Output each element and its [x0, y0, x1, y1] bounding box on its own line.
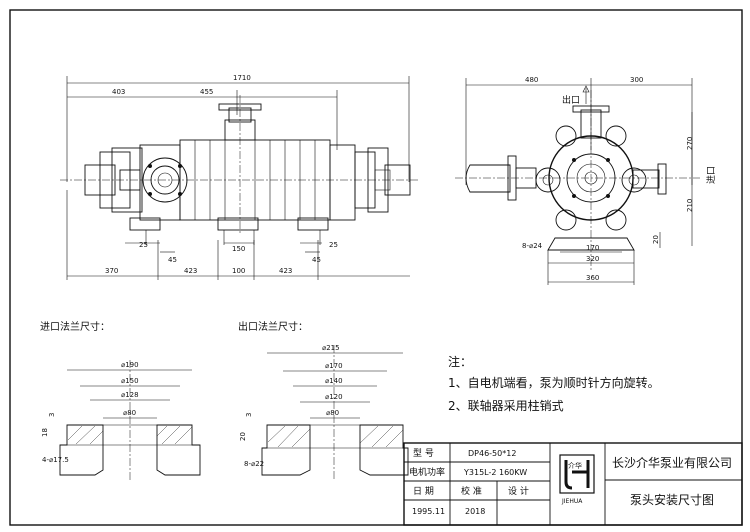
tb-model-label: 型 号: [413, 448, 434, 459]
dim-170: 170: [586, 244, 599, 252]
sheet-border: [9, 9, 743, 526]
inlet-t3: 3: [48, 413, 56, 417]
inlet-label: 进口: [706, 166, 717, 184]
dim-45a: 45: [168, 256, 177, 264]
company-name: 长沙介华泵业有限公司: [612, 456, 732, 470]
outlet-d140: ⌀140: [325, 377, 343, 385]
outlet-flange-title: 出口法兰尺寸：: [238, 320, 308, 333]
inlet-d190: ⌀190: [121, 361, 139, 369]
inlet-holes: 4-⌀17.5: [42, 456, 69, 464]
notes: 注： 1、自电机端看，泵为顺时针方向旋转。 2、联轴器采用柱销式: [448, 354, 660, 413]
dim-423a: 423: [184, 267, 197, 275]
tb-date-label: 日 期: [413, 486, 434, 497]
outlet-flange-detail: 出口法兰尺寸： ⌀215 ⌀170 ⌀140 ⌀120 ⌀80 3 20 8-⌀…: [238, 320, 409, 480]
dim-423b: 423: [279, 267, 292, 275]
tb-motor-label: 电机功率: [409, 466, 445, 478]
inlet-flange-title: 进口法兰尺寸：: [40, 320, 110, 333]
inlet-d150: ⌀150: [121, 377, 139, 385]
outlet-d170: ⌀170: [325, 362, 343, 370]
tb-check-label: 校 准: [461, 485, 482, 497]
outlet-label: 出口: [562, 94, 580, 106]
side-view: 480 300 出口 进口: [455, 76, 717, 285]
inlet-t18: 18: [41, 428, 49, 437]
drawing-title: 泵头安装尺寸图: [630, 492, 714, 507]
inlet-d80: ⌀80: [123, 409, 136, 417]
tb-model-value: DP46-50*12: [468, 449, 516, 458]
logo-text: 介华: [568, 461, 582, 470]
dim-320: 320: [586, 255, 599, 263]
dim-403: 403: [112, 88, 125, 96]
dim-370: 370: [105, 267, 118, 275]
dim-overall-length: 1710: [233, 74, 251, 82]
logo-subtext: JIEHUA: [561, 498, 583, 505]
inlet-d128: ⌀128: [121, 391, 139, 399]
dim-25b: 25: [329, 241, 338, 249]
note-line-1: 1、自电机端看，泵为顺时针方向旋转。: [448, 375, 660, 390]
dim-360: 360: [586, 274, 599, 282]
dim-270: 270: [686, 137, 694, 150]
company-logo: 介华 JIEHUA: [559, 454, 595, 505]
dim-455: 455: [200, 88, 213, 96]
note-line-2: 2、联轴器采用柱销式: [448, 398, 564, 413]
dim-210: 210: [686, 199, 694, 212]
title-block: 型 号 DP46-50*12 电机功率 Y315L-2 160KW 日 期 校 …: [403, 442, 743, 526]
dim-150: 150: [232, 245, 245, 253]
outlet-t3: 3: [245, 413, 253, 417]
dim-holes: 8-⌀24: [522, 242, 543, 250]
dim-100: 100: [232, 267, 245, 275]
notes-heading: 注：: [448, 354, 472, 369]
tb-date-value: 1995.11: [412, 507, 445, 516]
dim-20: 20: [652, 235, 660, 244]
outlet-t20: 20: [239, 432, 247, 441]
outlet-d80: ⌀80: [326, 409, 339, 417]
tb-check-value: 2018: [465, 507, 485, 516]
front-view: 1710 403 455: [60, 74, 420, 280]
outlet-d120: ⌀120: [325, 393, 343, 401]
outlet-holes: 8-⌀22: [244, 460, 264, 468]
dim-25a: 25: [139, 241, 148, 249]
dim-480: 480: [525, 76, 538, 84]
tb-design-label: 设 计: [508, 485, 529, 497]
dim-45b: 45: [312, 256, 321, 264]
inlet-flange-detail: 进口法兰尺寸： ⌀190 ⌀150 ⌀128 ⌀80 3 18 4-⌀17.5: [40, 320, 201, 480]
dim-300: 300: [630, 76, 643, 84]
outlet-d215: ⌀215: [322, 344, 340, 352]
tb-motor-value: Y315L-2 160KW: [463, 468, 527, 477]
